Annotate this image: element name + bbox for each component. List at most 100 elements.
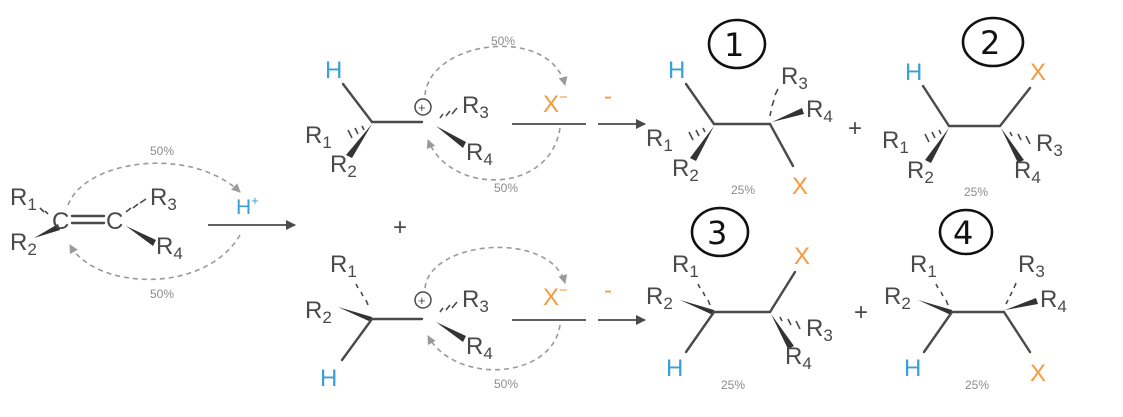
hashed-bond bbox=[702, 291, 706, 297]
halide-ion: X− bbox=[543, 89, 568, 118]
hydrogen-atom: H bbox=[325, 57, 342, 84]
r3-label: R3 bbox=[781, 63, 808, 93]
hashed-bond bbox=[702, 127, 706, 133]
hashed-bond bbox=[1009, 131, 1013, 137]
yield-label: 25% bbox=[721, 378, 745, 392]
single-bond bbox=[768, 270, 797, 314]
alkene-reactant: R1 R2 C C R3 R4 bbox=[10, 184, 183, 263]
wedge-bond bbox=[772, 108, 804, 122]
curved-arrow-top bbox=[67, 162, 241, 206]
single-bond bbox=[922, 310, 954, 354]
r1-label: R1 bbox=[305, 122, 332, 152]
hashed-bond bbox=[347, 129, 353, 139]
hashed-bond bbox=[945, 299, 949, 306]
hashed-bond bbox=[132, 203, 139, 209]
hashed-bond bbox=[1005, 299, 1009, 305]
hydrogen-atom: H bbox=[666, 355, 683, 382]
wedge-bond bbox=[436, 322, 466, 342]
hashed-bond bbox=[451, 301, 458, 309]
hashed-bond bbox=[439, 113, 444, 119]
percent-label: 50% bbox=[150, 144, 174, 158]
r4-label: R4 bbox=[1040, 286, 1067, 316]
hashed-bond bbox=[445, 110, 451, 117]
curved-arrow-bottom bbox=[427, 324, 561, 371]
hashed-bond bbox=[125, 207, 132, 213]
r1-label: R1 bbox=[330, 251, 357, 281]
hashed-bond bbox=[445, 304, 451, 311]
halogen-atom: X bbox=[792, 173, 808, 200]
carbocation-upper: H R1 R2 + R3 R4 bbox=[305, 57, 493, 181]
handwritten-circle bbox=[961, 16, 1025, 68]
wedge-bond bbox=[1005, 298, 1038, 310]
hashed-bond bbox=[795, 320, 801, 330]
percent-label: 50% bbox=[494, 181, 518, 195]
r3-label: R3 bbox=[462, 92, 489, 122]
hashed-bond bbox=[924, 133, 930, 143]
percent-label: 50% bbox=[494, 377, 518, 391]
wedge-bond bbox=[680, 300, 714, 315]
plus-sign: + bbox=[848, 115, 862, 142]
r1-label: R1 bbox=[10, 184, 37, 214]
r4-label: R4 bbox=[156, 233, 183, 263]
wedge-bond bbox=[925, 128, 949, 163]
product-number: 3 bbox=[707, 214, 727, 252]
r4-label: R4 bbox=[806, 96, 833, 126]
r1-label: R1 bbox=[672, 251, 699, 281]
r3-label: R3 bbox=[1036, 130, 1063, 160]
hashed-bond bbox=[1017, 133, 1022, 141]
hashed-bond bbox=[688, 131, 694, 141]
halogen-atom: X bbox=[1030, 59, 1046, 86]
wedge-bond bbox=[346, 124, 372, 158]
hashed-bond bbox=[779, 316, 783, 322]
r1-label: R1 bbox=[646, 125, 673, 155]
r1-label: R1 bbox=[910, 251, 937, 281]
hydrogen-atom: H bbox=[320, 365, 337, 392]
hashed-bond bbox=[769, 110, 772, 117]
handwritten-circle bbox=[707, 18, 767, 70]
product-number: 2 bbox=[980, 24, 1000, 62]
product-1: 1 H R1 R2 R3 R4 X 25% bbox=[646, 18, 833, 200]
r2-label: R2 bbox=[10, 229, 37, 259]
hashed-bond bbox=[931, 131, 936, 139]
single-bond bbox=[998, 86, 1032, 128]
handwritten-circle bbox=[938, 208, 994, 256]
proton-reagent: H+ bbox=[236, 193, 259, 219]
hashed-bond bbox=[1013, 282, 1017, 289]
carbocation-lower: R1 R2 H + R3 R4 bbox=[305, 251, 493, 392]
r2-label: R2 bbox=[884, 283, 911, 313]
wedge-bond bbox=[126, 226, 156, 246]
plus-sign: + bbox=[854, 299, 868, 326]
yield-label: 25% bbox=[731, 183, 755, 197]
positive-charge-icon bbox=[414, 98, 432, 116]
wedge-bond bbox=[918, 300, 952, 315]
r2-label: R2 bbox=[305, 297, 332, 327]
percent-label: 50% bbox=[491, 34, 515, 48]
yield-label: 25% bbox=[965, 378, 989, 392]
single-bond bbox=[340, 317, 374, 362]
hydrogen-atom: H bbox=[904, 355, 921, 382]
dash-mark: - bbox=[604, 83, 612, 110]
wedge-bond bbox=[338, 307, 372, 322]
percent-label: 50% bbox=[150, 287, 174, 301]
wedge-bond bbox=[771, 314, 794, 349]
wedge-bond bbox=[690, 126, 714, 161]
r1-label: R1 bbox=[882, 127, 909, 157]
wedge-bond bbox=[34, 224, 60, 238]
hashed-bond bbox=[451, 107, 458, 115]
hydrogen-atom: H bbox=[905, 59, 922, 86]
r3-label: R3 bbox=[150, 184, 177, 214]
hashed-bond bbox=[787, 318, 792, 326]
hashed-bond bbox=[938, 129, 942, 135]
hashed-bond bbox=[771, 99, 775, 107]
hashed-bond bbox=[360, 291, 364, 297]
r2-label: R2 bbox=[907, 157, 934, 187]
hashed-bond bbox=[439, 307, 444, 313]
curved-arrow-top bbox=[424, 45, 568, 96]
product-number: 4 bbox=[953, 214, 973, 252]
hashed-bond bbox=[354, 127, 359, 135]
r3-label: R3 bbox=[1018, 251, 1045, 281]
hashed-bond bbox=[774, 88, 779, 96]
plus-sign: + bbox=[393, 214, 407, 241]
r3-label: R3 bbox=[462, 286, 489, 316]
